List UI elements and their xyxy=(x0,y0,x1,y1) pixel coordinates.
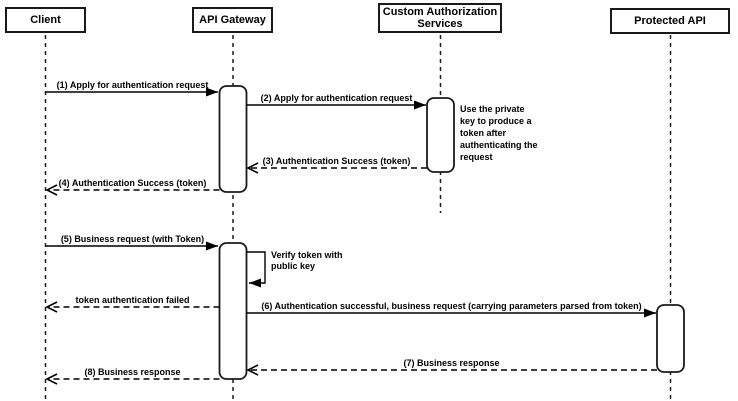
message-label-5: (5) Business request (with Token) xyxy=(60,234,205,244)
message-label-failed: token authentication failed xyxy=(75,295,190,305)
arrow-self-message xyxy=(246,251,266,288)
activation-api-gateway-1 xyxy=(218,85,248,193)
message-label-1: (1) Apply for authentication request xyxy=(56,80,209,90)
participant-api-gateway: API Gateway xyxy=(192,7,273,33)
activation-api-gateway-2 xyxy=(218,242,248,380)
message-label-8: (8) Business response xyxy=(84,367,181,377)
participant-client-label: Client xyxy=(30,14,61,26)
message-label-7: (7) Business response xyxy=(403,358,500,368)
self-message-label: Verify token with public key xyxy=(271,250,343,271)
note-private-key: Use the private key to produce a token a… xyxy=(460,104,538,162)
message-label-4: (4) Authentication Success (token) xyxy=(58,178,207,188)
participant-custom-auth-label: Custom Authorization Services xyxy=(382,6,498,30)
participant-client: Client xyxy=(5,7,86,33)
participant-protected-api-label: Protected API xyxy=(634,15,706,27)
participant-protected-api: Protected API xyxy=(610,8,730,34)
activation-protected-api xyxy=(656,304,685,373)
message-label-6: (6) Authentication successful, business … xyxy=(261,301,642,311)
activation-custom-auth xyxy=(426,97,455,173)
participant-api-gateway-label: API Gateway xyxy=(199,14,266,26)
message-label-2: (2) Apply for authentication request xyxy=(260,93,413,103)
participant-custom-auth: Custom Authorization Services xyxy=(378,3,502,33)
message-label-3: (3) Authentication Success (token) xyxy=(262,156,411,166)
